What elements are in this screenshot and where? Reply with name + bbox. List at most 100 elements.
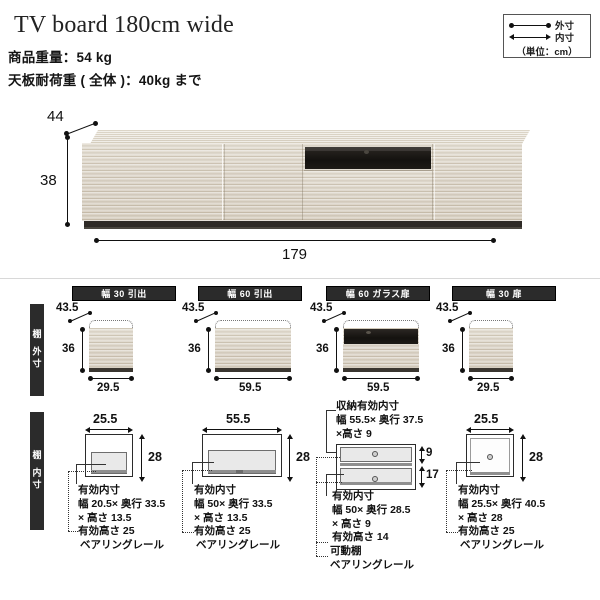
outer-depth-outline-0 [89,320,133,328]
inner-note-3-1: 幅 25.5× 奥行 40.5 [458,498,546,510]
panel-seam-4 [432,144,433,220]
inner-base-1 [202,476,282,482]
inner-height-arrow-0 [138,434,145,482]
dimension-table: 幅 30 引出 幅 60 引出 幅 60 ガラス扉 幅 30 扉 棚 外寸 棚 … [0,278,600,600]
inner-base-3 [466,476,514,482]
inner-note-0-0: 有効内寸 [78,484,120,496]
outer-depth-outline-1 [215,320,291,328]
inner-rail-callout-horz-0 [68,471,96,472]
outer-body-plinth-2 [343,368,419,372]
outer-glass-highlight-2 [366,331,371,334]
outer-depth-leader-1 [194,311,218,324]
column-header-3: 幅 30 扉 [452,286,556,301]
outer-width-line-2 [342,376,420,381]
inner-lower-height-arrow-2 [418,466,425,488]
outer-unit-2: 43.5 36 59.5 [310,302,444,398]
inner-shelf-callout-end-2 [316,542,328,543]
outer-unit-1: 43.5 36 59.5 [182,302,316,398]
outer-width-1: 59.5 [239,382,262,394]
outer-body-plinth-0 [89,368,133,372]
inner-note-2-3: 有効高さ 14 [332,531,389,543]
inner-drawer-rail-0 [91,470,127,473]
outer-depth-outline-3 [469,320,513,328]
inner-topnote-leader-end-2 [326,452,340,453]
legend-inner-label: 内寸 [555,33,575,44]
outer-width-3: 29.5 [477,382,500,394]
cavity-inner-highlight [305,147,431,151]
inner-note-3-3: 有効高さ 25 [458,525,515,537]
width-dim-line [94,238,496,243]
outer-depth-1: 43.5 [182,302,205,314]
inner-note-3-0: 有効内寸 [458,484,500,496]
legend-outer-label: 外寸 [555,21,575,32]
outer-depth-leader-2 [322,311,346,324]
column-header-0: 幅 30 引出 [72,286,176,301]
inner-width-0: 25.5 [93,412,118,426]
inner-topnote-2-0: 収納有効内寸 [336,400,399,412]
inner-height-0: 28 [148,450,162,464]
inner-drawer-box-0 [91,452,127,474]
outer-height-line-0 [80,327,85,373]
row-label-inner: 棚 内寸 [30,412,44,530]
inner-leader-line-1 [192,462,214,463]
av-open-cavity [305,147,431,169]
inner-rail-3 [470,472,510,475]
inner-rail-callout-horz-1 [182,470,212,471]
section-divider [0,278,600,279]
row-label-inner-text: 棚 内寸 [31,450,42,492]
inner-height-arrow-1 [286,434,293,482]
flap-door-topedge [304,170,432,171]
inner-leader-vert-1 [192,462,193,484]
product-carcass [82,143,522,221]
inner-unit-1: 55.5 28 有効内寸 幅 50× 奥行 33.5 × 高さ 13.5 有効高… [182,412,336,572]
inner-upper-height-arrow-2 [418,446,425,464]
inner-callout-2-0: 可動棚 [330,545,362,557]
outer-width-line-3 [468,376,514,381]
inner-callout-0-0: ベアリングレール [80,539,164,551]
row-label-outer-text: 棚 外寸 [31,329,42,371]
inner-topnote-2-1: 幅 55.5× 奥行 37.5 [336,414,424,426]
inner-leader-vert-3 [456,462,457,484]
width-dim-value: 179 [282,246,308,263]
inner-shelf-callout-2 [316,457,340,458]
inner-note-3-2: × 高さ 28 [458,512,503,524]
inner-unit-0: 25.5 28 有効内寸 幅 20.5× 奥行 33.5 × 高さ 13.5 有… [60,412,200,572]
flap-door-front [304,170,432,221]
outer-width-0: 29.5 [97,382,120,394]
outer-unit-0: 43.5 36 29.5 [56,302,180,398]
inner-knob-icon-3 [487,454,493,460]
spec-load-capacity: 天板耐荷重 ( 全体 )：40kg まで [8,73,202,88]
outer-height-line-2 [334,327,339,373]
legend-box: 外寸 内寸 （単位：cm） [503,14,591,58]
inner-note-1-1: 幅 50× 奥行 33.5 [194,498,273,510]
spec-weight: 商品重量：54 kg [8,50,113,65]
outer-height-1: 36 [188,343,201,355]
page-title: TV board 180cm wide [14,12,234,38]
inner-leader-line-3 [456,462,480,463]
inner-topnote-leader-h-2 [326,410,336,411]
inner-width-arrow-3 [466,426,514,433]
panel-seam-3 [302,144,303,220]
inner-note-0-3: 有効高さ 25 [78,525,135,537]
outer-body-plinth-1 [215,368,291,372]
inner-note-2-0: 有効内寸 [332,490,374,502]
inner-lower-rail-2 [340,482,412,485]
outer-width-line-0 [88,376,134,381]
outer-width-line-1 [214,376,292,381]
outer-body-plinth-3 [469,368,513,372]
inner-width-arrow-1 [202,426,282,433]
inner-rail-callout-end-1 [182,532,194,533]
height-dim-line [65,135,70,227]
product-top-surface [90,130,530,144]
legend-unit-label: （単位：cm） [516,47,578,58]
panel-seam-5 [434,144,435,220]
inner-note-0-1: 幅 20.5× 奥行 33.5 [78,498,166,510]
inner-rail-callout-horz-3 [446,470,472,471]
inner-handle-1 [236,470,243,473]
cavity-small-fitting-icon [364,150,369,154]
legend-row-inner: 内寸 [509,31,585,44]
inner-width-arrow-0 [85,426,133,433]
inner-rail-callout-horz-2 [316,482,342,483]
inner-note-0-2: × 高さ 13.5 [78,512,132,524]
inner-unit-3: 25.5 28 有効内寸 幅 25.5× 奥行 40.5 × 高さ 28 有効高… [440,412,590,572]
